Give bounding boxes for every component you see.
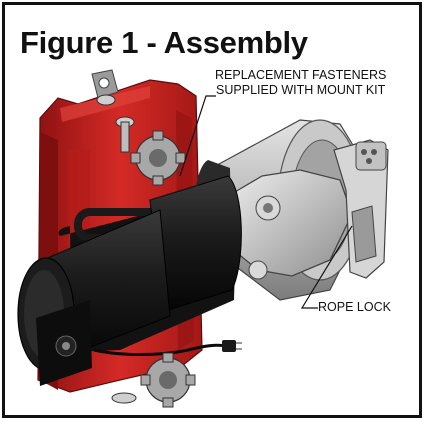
bottom-sprocket [140,352,196,408]
clamp-plate [227,169,353,280]
rope-lock-leader-line [300,225,353,309]
rope-lock-callout: ROPE LOCK [318,300,391,314]
fasteners-callout: REPLACEMENT FASTENERS SUPPLIED WITH MOUN… [215,68,386,98]
fasteners-leader-line [179,95,216,177]
figure-title: Figure 1 - Assembly [20,25,308,60]
fasteners-callout-line-2: SUPPLIED WITH MOUNT KIT [216,83,386,97]
black-motor [17,175,242,386]
bottom-bolt [111,392,137,404]
fasteners-callout-line-1: REPLACEMENT FASTENERS [215,68,387,82]
power-cord [93,340,242,356]
top-sprocket [130,130,186,186]
rope-lock-mechanism [333,139,389,279]
